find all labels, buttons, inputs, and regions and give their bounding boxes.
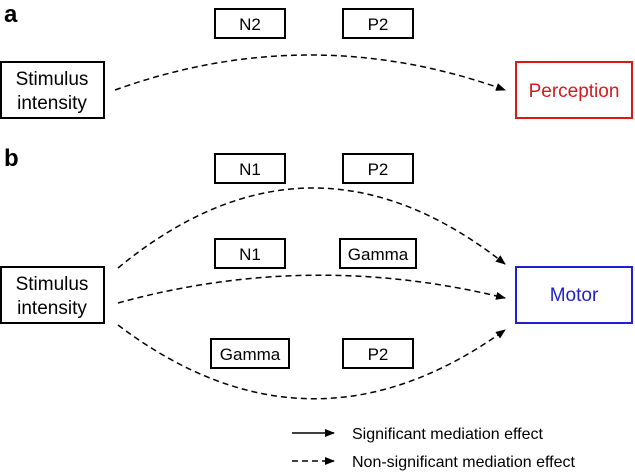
panel-b-pair-2-mediator-2: Gamma <box>339 238 417 269</box>
panel-a-source-line2: intensity <box>17 93 87 114</box>
panel-b-pair-2-mediator-2-label: Gamma <box>348 245 409 264</box>
panel-b-source-box: Stimulus intensity <box>0 266 105 324</box>
panel-a-mediator-1: N2 <box>214 8 286 39</box>
panel-b-path-bottom-arrow <box>117 324 506 400</box>
panel-b-pair-1-mediator-2-label: P2 <box>368 160 389 179</box>
panel-b-pair-1-mediator-1: N1 <box>214 153 286 184</box>
legend-significant-label: Significant mediation effect <box>352 426 543 443</box>
panel-a-source-box: Stimulus intensity <box>0 61 105 119</box>
panel-a-path-arrow <box>114 54 506 91</box>
panel-a-mediator-1-label: N2 <box>239 15 261 34</box>
panel-b-pair-3-mediator-2-label: P2 <box>368 345 389 364</box>
panel-a-target-box: Perception <box>515 61 633 119</box>
panel-b-path-middle-arrow <box>117 274 506 304</box>
panel-b-pair-3-mediator-2: P2 <box>342 338 414 369</box>
panel-b-source-line1: Stimulus <box>16 274 89 295</box>
panel-b-pair-1-mediator-1-label: N1 <box>239 160 261 179</box>
panel-a-mediator-2: P2 <box>342 8 414 39</box>
panel-a-source-line1: Stimulus <box>16 69 89 90</box>
legend-non-significant-label: Non-significant mediation effect <box>352 454 575 471</box>
panel-b-pair-3-mediator-1-label: Gamma <box>220 345 281 364</box>
panel-b-label: b <box>4 145 19 172</box>
panel-a-target-label: Perception <box>529 81 620 102</box>
panel-b-path-top-arrow <box>117 187 506 269</box>
panel-b-target-box: Motor <box>515 266 633 324</box>
legend: Significant mediation effect Non-signifi… <box>292 426 575 471</box>
panel-b-target-label: Motor <box>550 285 599 306</box>
panel-b-pair-3-mediator-1: Gamma <box>210 338 290 369</box>
panel-b-source-line2: intensity <box>17 298 87 319</box>
panel-a-mediator-2-label: P2 <box>368 15 389 34</box>
panel-b-pair-2-mediator-1: N1 <box>214 238 286 269</box>
panel-b-pair-2-mediator-1-label: N1 <box>239 245 261 264</box>
panel-b-pair-1-mediator-2: P2 <box>342 153 414 184</box>
panel-a-label: a <box>4 1 18 28</box>
